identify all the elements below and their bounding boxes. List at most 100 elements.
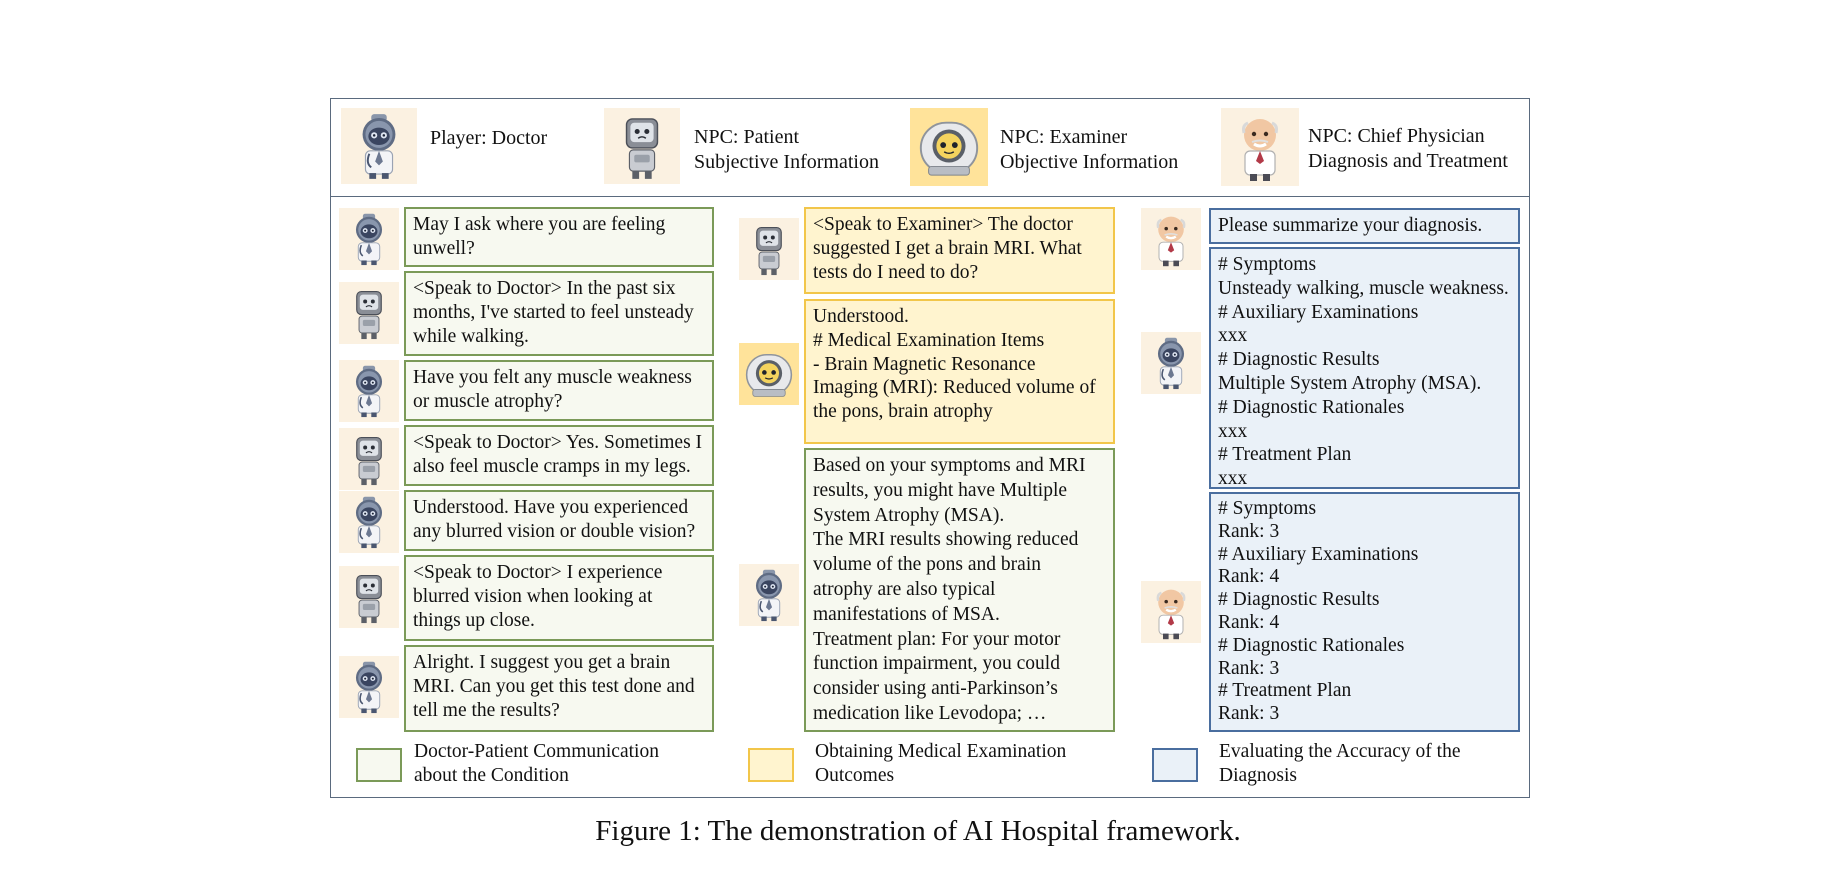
legend-swatch-yellow — [748, 748, 794, 782]
bubble-line: Rank: 4 — [1218, 566, 1511, 589]
doctor-robot-icon — [339, 491, 399, 553]
bubble-line: # Diagnostic Results — [1218, 348, 1511, 372]
chat-bubble-chief: Please summarize your diagnosis. — [1209, 208, 1520, 244]
bubble-line: function impairment, you could — [813, 652, 1106, 677]
bubble-line: Rank: 3 — [1218, 703, 1511, 726]
bubble-line: # Diagnostic Rationales — [1218, 635, 1511, 658]
doctor-robot-icon — [1141, 332, 1201, 394]
bubble-line: results, you might have Multiple — [813, 479, 1106, 504]
chief-physician-icon — [1141, 581, 1201, 643]
chief-physician-icon — [1141, 208, 1201, 270]
bubble-line: xxx — [1218, 467, 1511, 491]
chat-bubble-doctor: Understood. Have you experienced any blu… — [404, 490, 714, 551]
chat-bubble-doctor: Have you felt any muscle weakness or mus… — [404, 360, 714, 421]
bubble-line: xxx — [1218, 324, 1511, 348]
bubble-line: medication like Levodopa; … — [813, 702, 1106, 727]
chat-bubble-examiner: Understood. # Medical Examination Items … — [804, 299, 1115, 444]
chat-bubble-doctor: Based on your symptoms and MRI results, … — [804, 448, 1115, 732]
bubble-line: blurred vision when looking at — [413, 585, 705, 609]
chat-bubble-patient: <Speak to Doctor> I experience blurred v… — [404, 555, 714, 641]
legend-line: Obtaining Medical Examination — [815, 740, 1066, 764]
bubble-line: tell me the results? — [413, 699, 705, 723]
role-patient-label: NPC: Patient Subjective Information — [694, 125, 879, 175]
role-patient-subtitle: Subjective Information — [694, 150, 879, 175]
role-examiner-label: NPC: Examiner Objective Information — [1000, 125, 1178, 175]
bubble-line: Please summarize your diagnosis. — [1218, 214, 1511, 238]
chief-physician-icon — [1221, 108, 1299, 186]
bubble-line: # Symptoms — [1218, 253, 1511, 277]
bubble-line: atrophy are also typical — [813, 578, 1106, 603]
bubble-line: # Medical Examination Items — [813, 329, 1106, 353]
bubble-line: Have you felt any muscle weakness — [413, 366, 705, 390]
bubble-line: unwell? — [413, 237, 705, 261]
doctor-robot-icon — [339, 208, 399, 270]
bubble-line: xxx — [1218, 420, 1511, 444]
examiner-mri-robot-icon — [910, 108, 988, 186]
legend-swatch-green — [356, 748, 402, 782]
bubble-line: the pons, brain atrophy — [813, 400, 1106, 424]
bubble-line: while walking. — [413, 325, 705, 349]
bubble-line: Understood. Have you experienced — [413, 496, 705, 520]
bubble-line: suggested I get a brain MRI. What — [813, 237, 1106, 261]
role-examiner-title: NPC: Examiner — [1000, 125, 1178, 150]
bubble-line: # Symptoms — [1218, 498, 1511, 521]
bubble-line: Multiple System Atrophy (MSA). — [1218, 372, 1511, 396]
role-examiner-subtitle: Objective Information — [1000, 150, 1178, 175]
bubble-line: <Speak to Doctor> I experience — [413, 561, 705, 585]
legend-label-communication: Doctor-Patient Communication about the C… — [414, 740, 659, 788]
legend-line: Outcomes — [815, 764, 1066, 788]
bubble-line: Rank: 3 — [1218, 521, 1511, 544]
doctor-robot-icon — [339, 656, 399, 718]
chat-bubble-patient: <Speak to Doctor> Yes. Sometimes I also … — [404, 425, 714, 486]
bubble-line: Based on your symptoms and MRI — [813, 454, 1106, 479]
bubble-line: consider using anti-Parkinson’s — [813, 677, 1106, 702]
figure-caption: Figure 1: The demonstration of AI Hospit… — [0, 815, 1836, 848]
doctor-robot-icon — [339, 360, 399, 422]
bubble-line: # Diagnostic Results — [1218, 589, 1511, 612]
doctor-robot-icon — [341, 108, 417, 184]
header-divider — [330, 196, 1530, 197]
bubble-line: <Speak to Doctor> Yes. Sometimes I — [413, 431, 705, 455]
role-chief-title: NPC: Chief Physician — [1308, 124, 1508, 149]
bubble-line: things up close. — [413, 609, 705, 633]
bubble-line: months, I've started to feel unsteady — [413, 301, 705, 325]
patient-robot-icon — [339, 566, 399, 628]
legend-swatch-blue — [1152, 748, 1198, 782]
bubble-line: - Brain Magnetic Resonance — [813, 353, 1106, 377]
patient-robot-icon — [339, 282, 399, 344]
bubble-line: tests do I need to do? — [813, 261, 1106, 285]
patient-robot-icon — [739, 218, 799, 280]
bubble-line: The MRI results showing reduced — [813, 528, 1106, 553]
bubble-line: System Atrophy (MSA). — [813, 504, 1106, 529]
bubble-line: # Diagnostic Rationales — [1218, 396, 1511, 420]
bubble-line: <Speak to Examiner> The doctor — [813, 213, 1106, 237]
bubble-line: # Treatment Plan — [1218, 443, 1511, 467]
bubble-line: Rank: 4 — [1218, 612, 1511, 635]
bubble-line: # Treatment Plan — [1218, 680, 1511, 703]
bubble-line: # Auxiliary Examinations — [1218, 544, 1511, 567]
role-chief-label: NPC: Chief Physician Diagnosis and Treat… — [1308, 124, 1508, 174]
role-patient-title: NPC: Patient — [694, 125, 879, 150]
diagnosis-summary-box: # Symptoms Unsteady walking, muscle weak… — [1209, 247, 1520, 489]
bubble-line: <Speak to Doctor> In the past six — [413, 277, 705, 301]
bubble-line: also feel muscle cramps in my legs. — [413, 455, 705, 479]
chat-bubble-patient: <Speak to Examiner> The doctor suggested… — [804, 207, 1115, 294]
role-doctor-label: Player: Doctor — [430, 126, 547, 151]
role-chief-subtitle: Diagnosis and Treatment — [1308, 149, 1508, 174]
legend-line: Doctor-Patient Communication — [414, 740, 659, 764]
bubble-line: Rank: 3 — [1218, 658, 1511, 681]
bubble-line: manifestations of MSA. — [813, 603, 1106, 628]
bubble-line: any blurred vision or double vision? — [413, 520, 705, 544]
bubble-line: Understood. — [813, 305, 1106, 329]
bubble-line: May I ask where you are feeling — [413, 213, 705, 237]
bubble-line: # Auxiliary Examinations — [1218, 301, 1511, 325]
patient-robot-icon — [604, 108, 680, 184]
bubble-line: volume of the pons and brain — [813, 553, 1106, 578]
legend-line: Diagnosis — [1219, 764, 1460, 788]
patient-robot-icon — [339, 428, 399, 490]
bubble-line: Unsteady walking, muscle weakness. — [1218, 277, 1511, 301]
legend-line: about the Condition — [414, 764, 659, 788]
diagnosis-ranking-box: # Symptoms Rank: 3 # Auxiliary Examinati… — [1209, 492, 1520, 732]
bubble-line: or muscle atrophy? — [413, 390, 705, 414]
legend-label-evaluation: Evaluating the Accuracy of the Diagnosis — [1219, 740, 1460, 788]
